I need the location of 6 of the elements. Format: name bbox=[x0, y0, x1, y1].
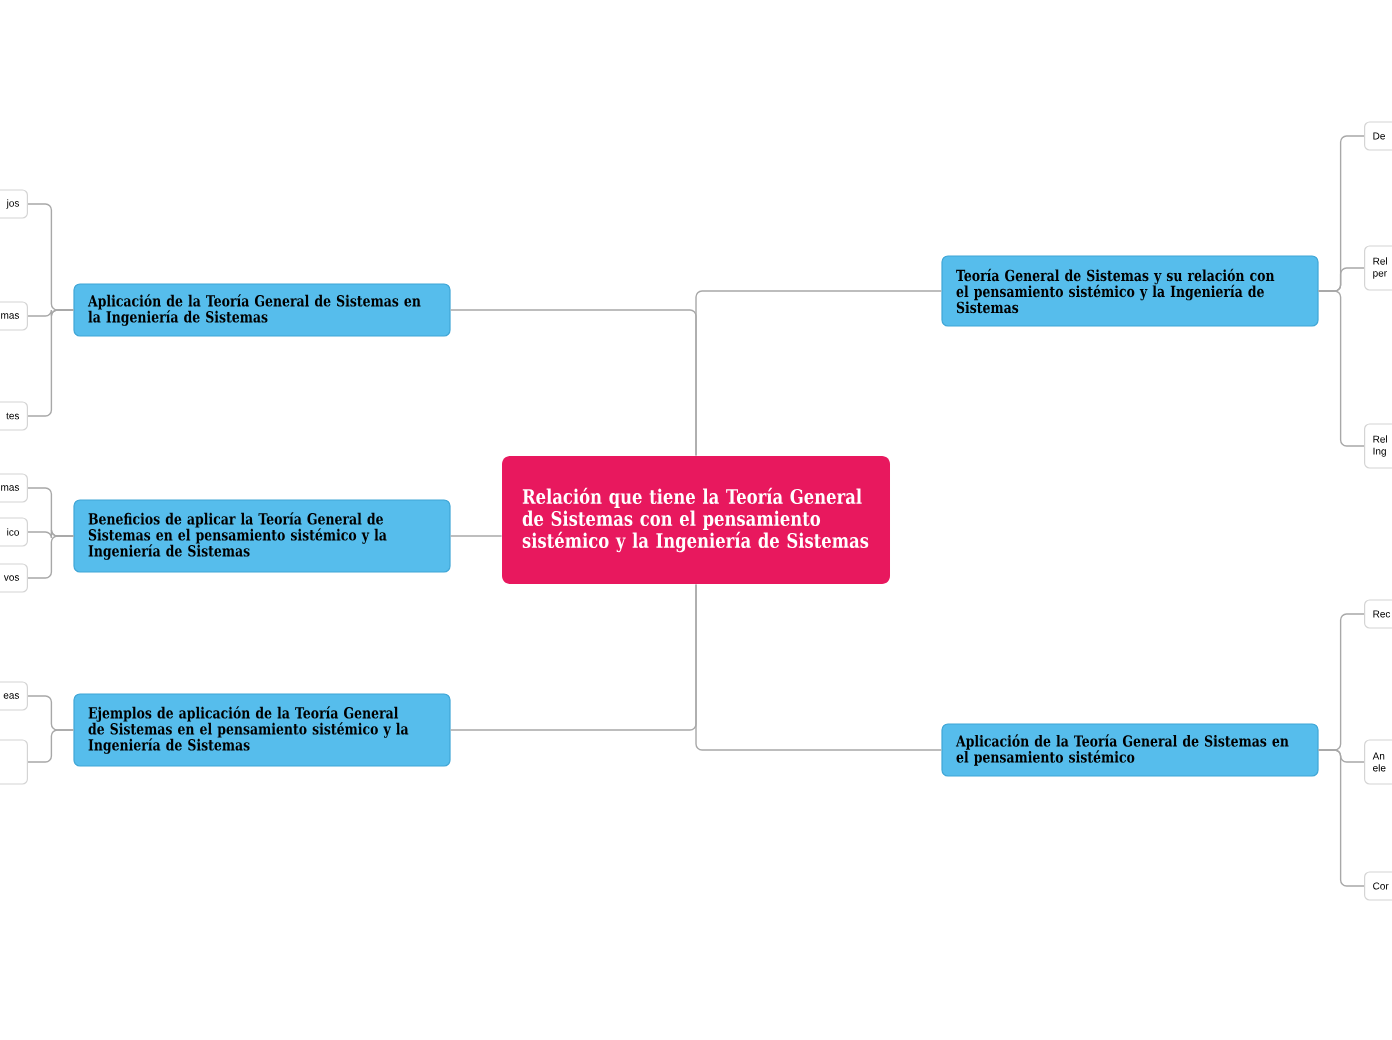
connector-line bbox=[27, 729, 75, 763]
connector-line bbox=[449, 535, 503, 537]
connector-line bbox=[449, 583, 697, 731]
topic-box: Relación que tiene la Teoría General de Sistemas con el pensamiento sistémico y la Ingeniería de Sistemas bbox=[502, 456, 890, 584]
connector-line bbox=[449, 309, 697, 457]
leaf-box bbox=[0, 739, 28, 785]
